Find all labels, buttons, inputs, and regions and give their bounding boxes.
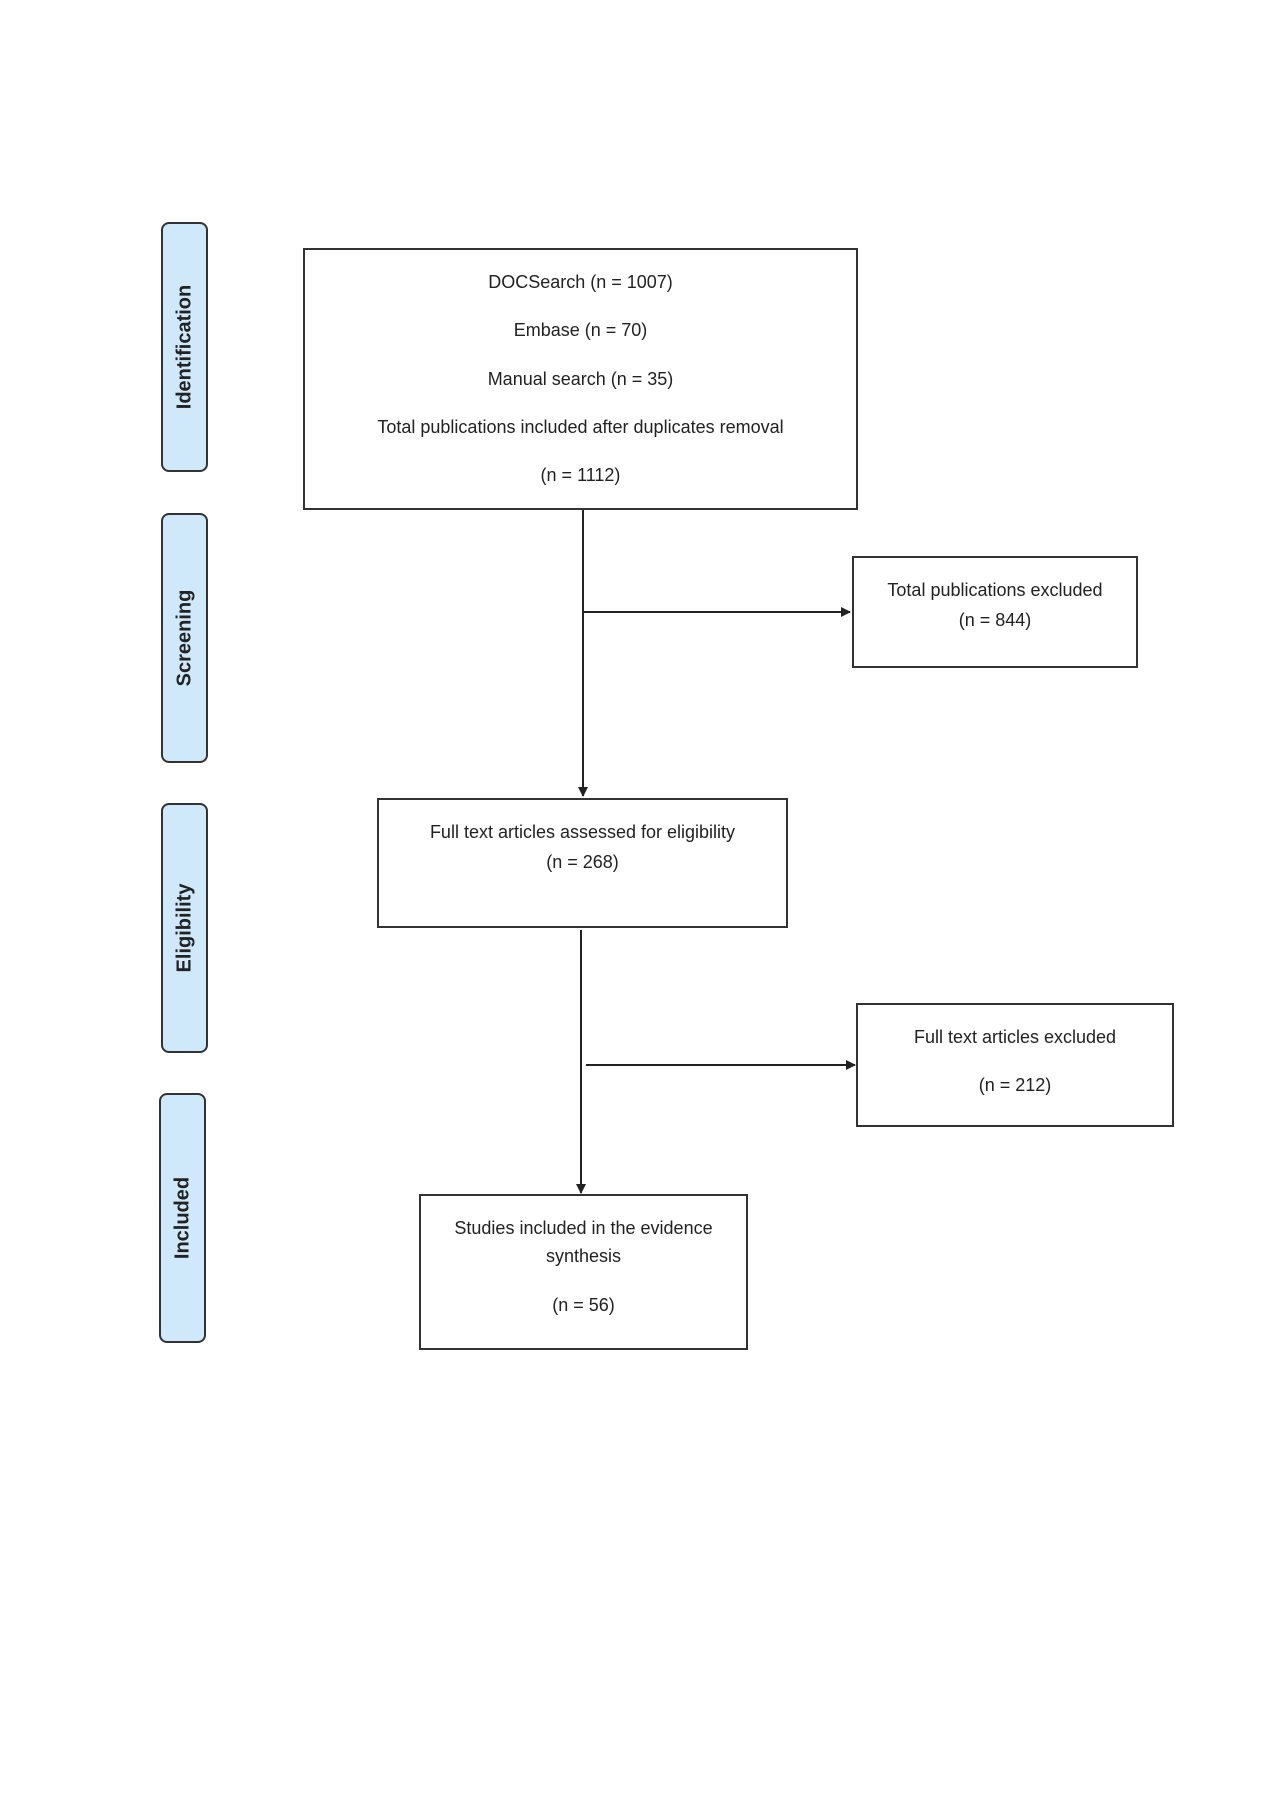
manual-search-count: Manual search (n = 35) bbox=[487, 368, 674, 389]
included-count: (n = 56) bbox=[552, 1294, 615, 1315]
embase-count: Embase (n = 70) bbox=[513, 320, 648, 341]
screening-excluded-count: (n = 844) bbox=[958, 610, 1032, 631]
phase-eligibility: Eligibility bbox=[161, 803, 208, 1053]
phase-identification: Identification bbox=[161, 222, 208, 472]
included-label-line2: synthesis bbox=[545, 1246, 622, 1267]
eligibility-box: Full text articles assessed for eligibil… bbox=[377, 798, 788, 928]
eligibility-label: Full text articles assessed for eligibil… bbox=[429, 822, 736, 842]
phase-included: Included bbox=[159, 1093, 206, 1343]
eligibility-excluded-box: Full text articles excluded (n = 212) bbox=[856, 1003, 1174, 1127]
identification-box: DOCSearch (n = 1007) Embase (n = 70) Man… bbox=[303, 248, 858, 510]
total-after-duplicates-count: (n = 1112) bbox=[540, 465, 621, 486]
phase-screening: Screening bbox=[161, 513, 208, 763]
included-box: Studies included in the evidence synthes… bbox=[419, 1194, 748, 1350]
total-after-duplicates-label: Total publications included after duplic… bbox=[377, 416, 784, 437]
included-label-line1: Studies included in the evidence bbox=[454, 1218, 713, 1238]
eligibility-count: (n = 268) bbox=[546, 852, 619, 873]
eligibility-excluded-count: (n = 212) bbox=[978, 1075, 1052, 1096]
eligibility-excluded-label: Full text articles excluded bbox=[913, 1027, 1117, 1047]
docsearch-count: DOCSearch (n = 1007) bbox=[488, 272, 673, 292]
screening-excluded-label: Total publications excluded bbox=[887, 580, 1103, 600]
screening-excluded-box: Total publications excluded (n = 844) bbox=[852, 556, 1138, 668]
